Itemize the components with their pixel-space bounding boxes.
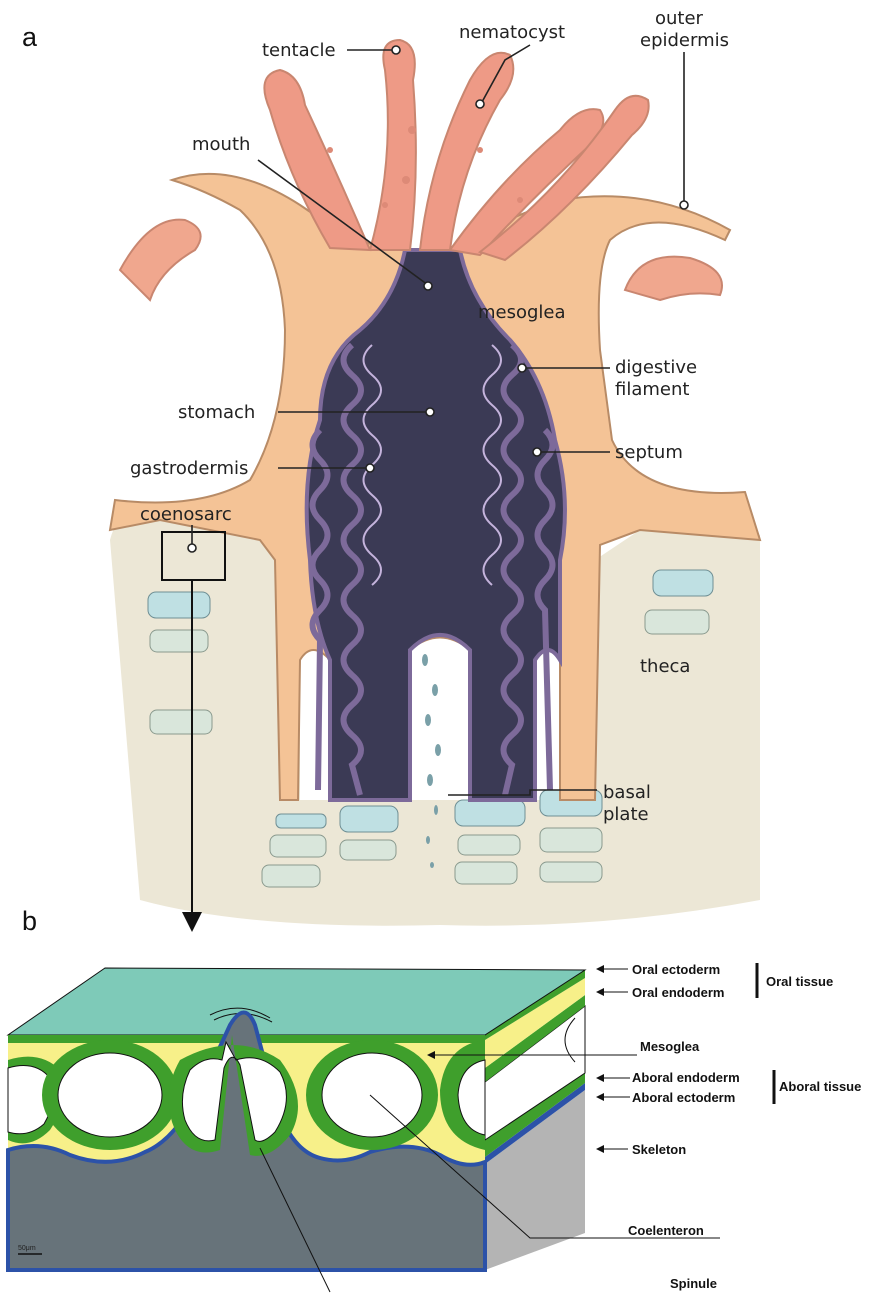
- label-aboral-endoderm: Aboral endoderm: [632, 1070, 740, 1085]
- scale-bar-label: 50μm: [18, 1245, 36, 1252]
- label-oral-ectoderm: Oral ectoderm: [632, 962, 720, 977]
- label-theca: theca: [640, 656, 690, 677]
- label-nematocyst: nematocyst: [459, 22, 565, 43]
- label-spinule: Spinule: [670, 1276, 717, 1291]
- label-basal-plate-1: basal: [603, 782, 651, 803]
- label-coenosarc: coenosarc: [140, 504, 232, 525]
- side-tentacle-left: [120, 220, 201, 300]
- label-aboral-tissue: Aboral tissue: [779, 1079, 861, 1094]
- label-oral-tissue: Oral tissue: [766, 974, 833, 989]
- label-coelenteron: Coelenteron: [628, 1223, 704, 1238]
- label-gastrodermis: gastrodermis: [130, 458, 248, 479]
- label-digestive-filament-2: filament: [615, 379, 689, 400]
- label-mouth: mouth: [192, 134, 250, 155]
- label-mesoglea-b: Mesoglea: [640, 1039, 700, 1054]
- label-tentacle: tentacle: [262, 40, 336, 61]
- label-outer-epidermis-1: outer: [655, 8, 704, 29]
- label-outer-epidermis-2: epidermis: [640, 30, 729, 51]
- label-skeleton: Skeleton: [632, 1142, 686, 1157]
- side-tentacle-right: [625, 257, 722, 300]
- panel-a: a: [22, 8, 760, 930]
- panel-a-letter: a: [22, 22, 38, 52]
- oral-ectoderm-layer: [8, 968, 585, 1035]
- label-digestive-filament-1: digestive: [615, 357, 697, 378]
- label-stomach: stomach: [178, 402, 255, 423]
- label-oral-endoderm: Oral endoderm: [632, 985, 724, 1000]
- label-mesoglea: mesoglea: [478, 302, 566, 323]
- label-basal-plate-2: plate: [603, 804, 649, 825]
- panel-b-letter: b: [22, 906, 37, 936]
- label-septum: septum: [615, 442, 683, 463]
- panel-b: b 50μm: [8, 906, 861, 1292]
- label-aboral-ectoderm: Aboral ectoderm: [632, 1090, 735, 1105]
